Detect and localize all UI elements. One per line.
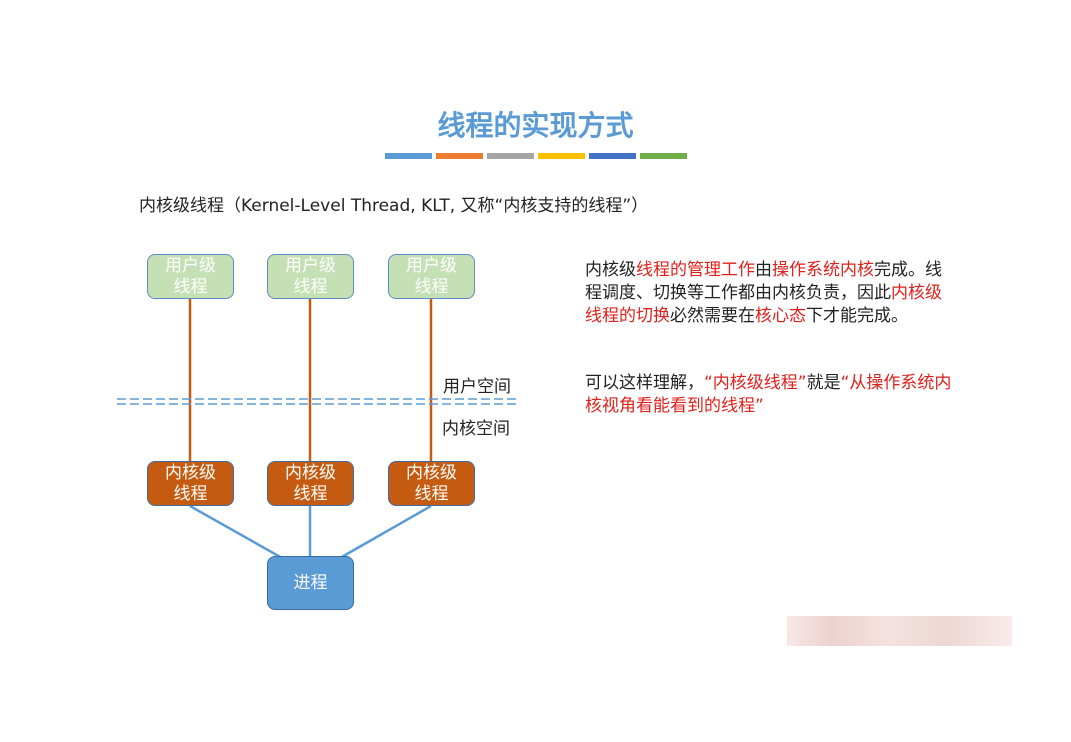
desc-text: 由	[755, 260, 772, 280]
description-paragraph-2: 可以这样理解，“内核级线程”就是“从操作系统内核视角看能看到的线程”	[585, 372, 955, 418]
description-paragraph-1: 内核级线程的管理工作由操作系统内核完成。线程调度、切换等工作都由内核负责，因此内…	[585, 259, 955, 328]
kernel-thread-label: 内核级 线程	[285, 462, 336, 504]
kernel-thread-box: 内核级 线程	[147, 461, 234, 506]
kernel-space-label: 内核空间	[442, 419, 510, 439]
color-bar-segment	[640, 153, 687, 159]
desc-text: 就是	[806, 373, 841, 393]
user-thread-label: 用户级 线程	[165, 255, 216, 297]
desc-text: 必然需要在	[670, 306, 755, 326]
desc-text: 内核级	[585, 260, 636, 280]
desc-highlight: 内核级线程的切换	[585, 283, 942, 326]
process-link-line	[339, 504, 432, 560]
slide-title: 线程的实现方式	[437, 109, 634, 142]
desc-highlight: “内核级线程”	[704, 373, 807, 393]
process-link-line	[189, 504, 283, 560]
desc-text: 下才能完成。	[806, 306, 908, 326]
user-thread-box: 用户级 线程	[147, 254, 234, 299]
color-bar-segment	[385, 153, 432, 159]
color-bar-segment	[436, 153, 483, 159]
desc-highlight: 线程的管理工作	[636, 260, 755, 280]
subtitle: 内核级线程（Kernel-Level Thread, KLT, 又称“内核支持的…	[139, 196, 649, 216]
desc-text: 可以这样理解，	[585, 373, 704, 393]
color-bar-segment	[487, 153, 534, 159]
watermark	[787, 616, 1012, 646]
user-space-label: 用户空间	[443, 377, 511, 397]
user-thread-box: 用户级 线程	[388, 254, 475, 299]
kernel-thread-label: 内核级 线程	[165, 462, 216, 504]
desc-highlight: 核心态	[755, 306, 806, 326]
color-bar-segment	[538, 153, 585, 159]
process-label: 进程	[293, 572, 328, 593]
desc-highlight: 操作系统内核	[772, 260, 874, 280]
kernel-thread-box: 内核级 线程	[388, 461, 475, 506]
user-thread-box: 用户级 线程	[267, 254, 354, 299]
color-bar-segment	[589, 153, 636, 159]
user-thread-label: 用户级 线程	[406, 255, 457, 297]
kernel-thread-label: 内核级 线程	[406, 462, 457, 504]
kernel-thread-box: 内核级 线程	[267, 461, 354, 506]
user-thread-label: 用户级 线程	[285, 255, 336, 297]
desc-text: 完成。线程调度、切换等工作都由内核负责，因此	[585, 260, 942, 303]
desc-highlight: “从操作系统内核视角看能看到的线程”	[585, 373, 952, 416]
process-box: 进程	[267, 556, 354, 610]
